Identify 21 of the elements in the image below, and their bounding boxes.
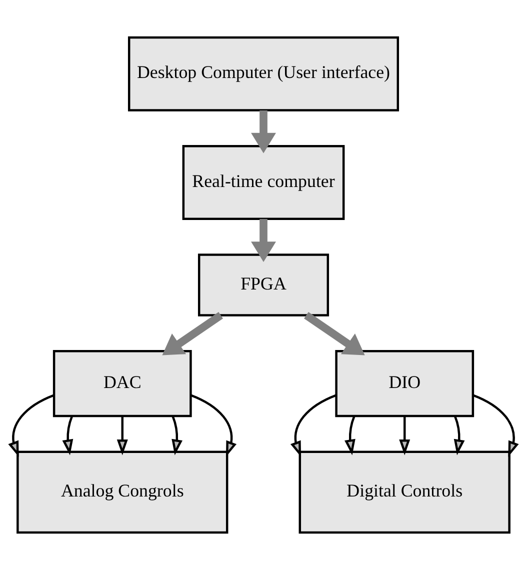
arrow: [190, 394, 237, 456]
arrow: [472, 394, 519, 456]
node-box: FPGA: [198, 253, 330, 316]
arrow: [162, 312, 223, 355]
arrow: [251, 218, 276, 262]
arrow: [116, 416, 128, 455]
arrow: [62, 415, 74, 455]
arrow: [344, 415, 356, 455]
node-box: DAC: [52, 349, 192, 417]
node-box: Analog Congrols: [16, 450, 228, 534]
node-box: Digital Controls: [298, 450, 510, 534]
arrow: [454, 415, 465, 455]
node-box: Real-time computer: [182, 144, 345, 220]
arrow: [290, 394, 336, 456]
arrow: [172, 415, 182, 455]
arrow: [304, 312, 365, 355]
arrow: [399, 416, 410, 455]
arrow: [8, 394, 54, 456]
node-box: DIO: [335, 349, 474, 417]
node-box: Desktop Computer (User interface): [128, 36, 400, 111]
arrow: [251, 110, 276, 153]
